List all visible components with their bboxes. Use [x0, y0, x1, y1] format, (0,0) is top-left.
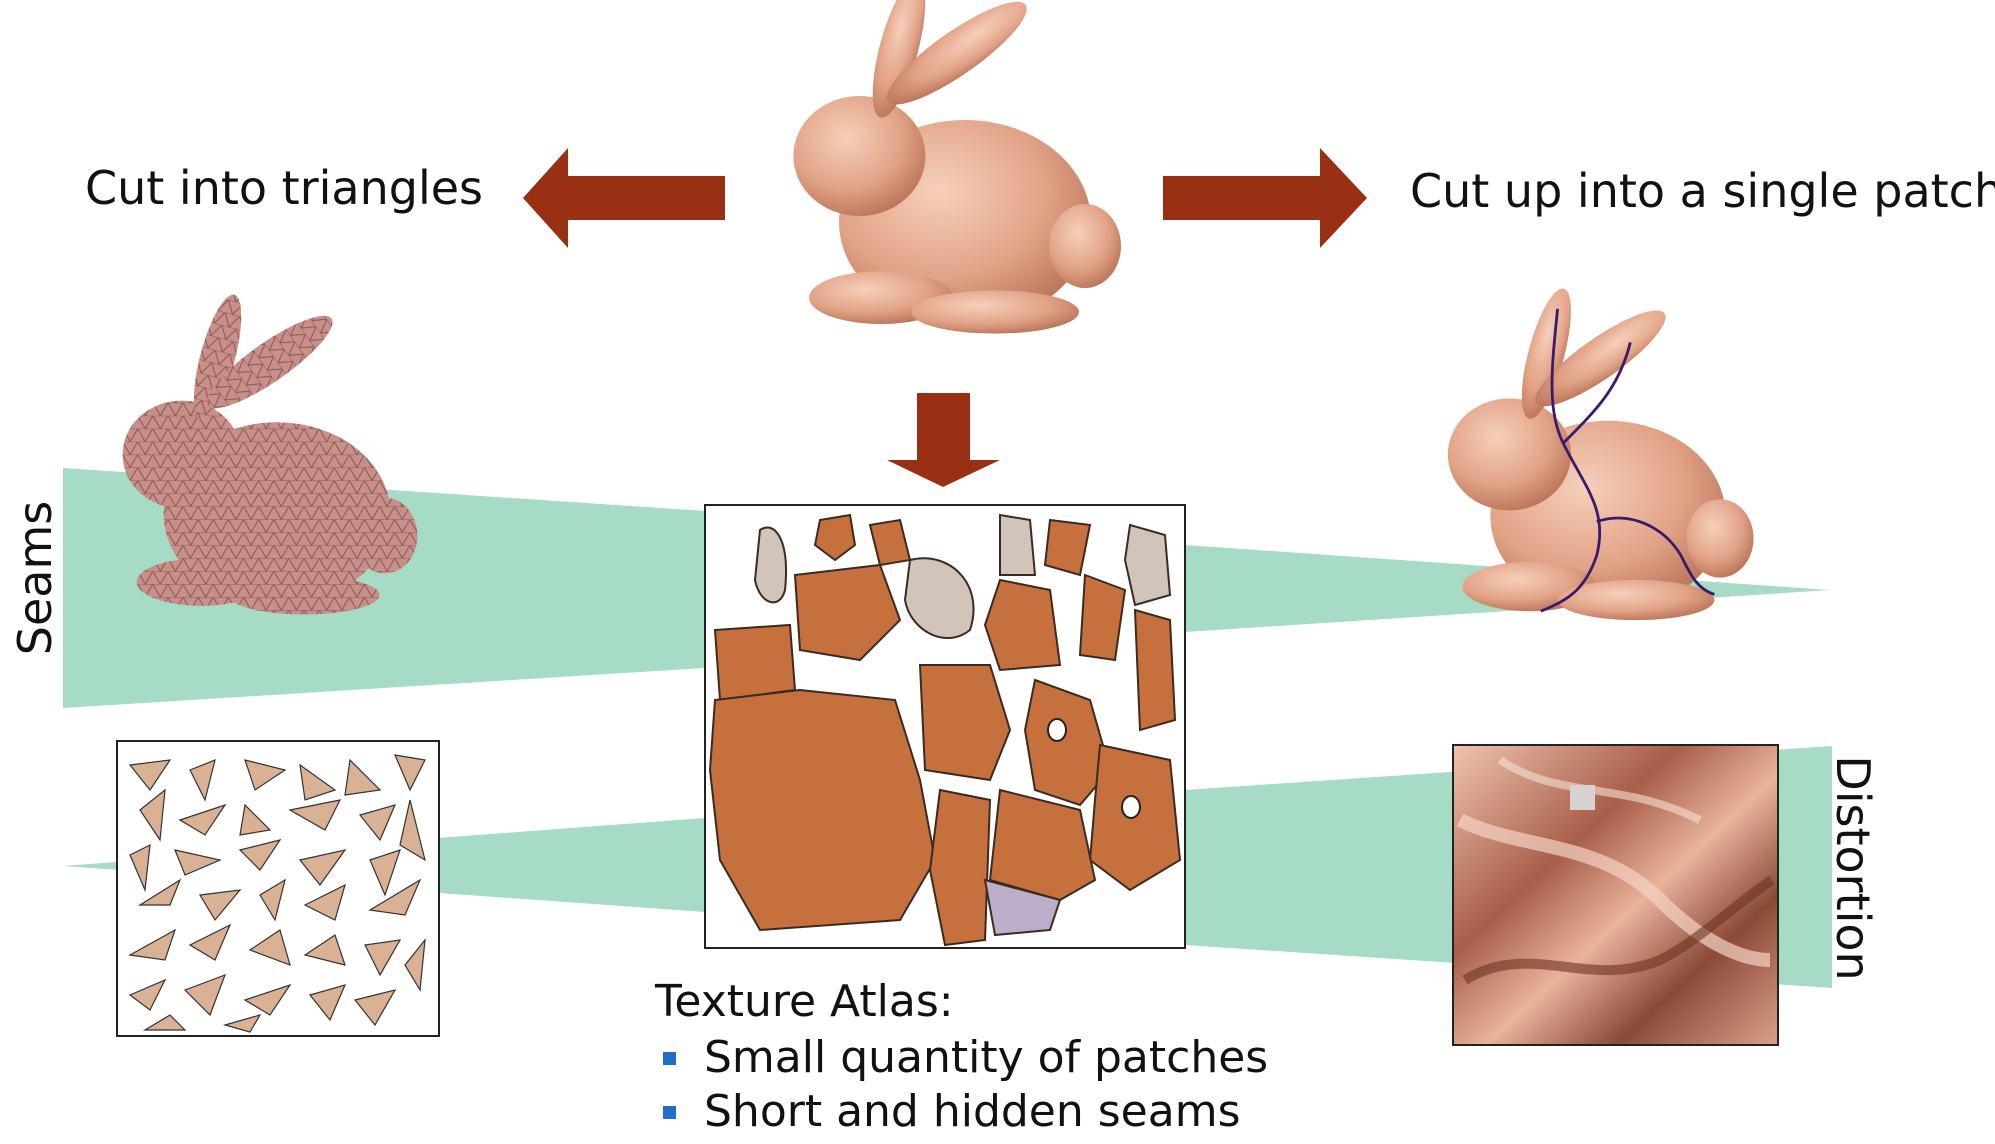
label-cut-into-single-patch: Cut up into a single patch — [1410, 168, 1995, 214]
bullet-item: Short and hidden seams — [655, 1090, 1268, 1134]
texture-atlas-panel — [705, 505, 1185, 948]
texture-atlas-title: Texture Atlas: — [655, 980, 1268, 1024]
bullet-text: Small quantity of patches — [704, 1036, 1268, 1080]
arrow-right — [1163, 148, 1367, 248]
arrow-left — [523, 148, 725, 248]
distorted-texture-panel — [1453, 745, 1778, 1045]
bunny-with-seams-icon — [1448, 284, 1754, 620]
bullet-item: Small quantity of patches — [655, 1036, 1268, 1080]
texture-atlas-caption: Texture Atlas: Small quantity of patches… — [655, 980, 1268, 1144]
arrow-down — [887, 393, 1000, 487]
bullet-square-icon — [663, 1106, 676, 1119]
bullet-text: Short and hidden seams — [704, 1090, 1241, 1134]
bunny-smooth-icon — [793, 0, 1121, 334]
scattered-triangles-panel — [117, 741, 439, 1036]
bunny-triangle-mesh-icon — [123, 290, 418, 614]
label-cut-into-triangles: Cut into triangles — [85, 165, 483, 211]
label-seams: Seams — [12, 501, 58, 655]
bullet-square-icon — [663, 1052, 676, 1065]
label-distortion: Distortion — [1830, 755, 1876, 980]
